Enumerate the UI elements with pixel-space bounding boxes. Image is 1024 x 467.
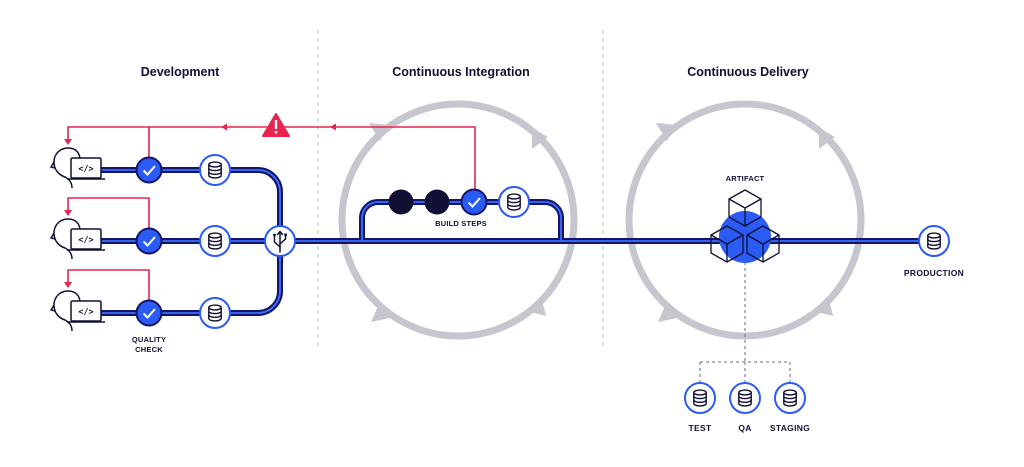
production-label: PRODUCTION (904, 268, 964, 278)
database-icon (199, 297, 231, 329)
check-icon (135, 299, 163, 327)
build-step-dot (388, 189, 414, 215)
developer-laptop-icon (50, 147, 106, 189)
artifact-label: ARTIFACT (726, 174, 765, 183)
environment-label-test: TEST (689, 423, 712, 433)
warning-icon (262, 113, 290, 137)
environment-label-qa: QA (738, 423, 751, 433)
database-icon (729, 382, 761, 414)
database-icon (199, 225, 231, 257)
feedback-lines (67, 126, 476, 300)
section-title-continuous-delivery: Continuous Delivery (687, 65, 809, 79)
developer-laptop-icon (50, 290, 106, 332)
check-icon (460, 188, 488, 216)
production-database-icon (918, 225, 950, 257)
build-step-dot (424, 189, 450, 215)
database-icon (199, 154, 231, 186)
check-icon (135, 227, 163, 255)
developer-laptop-icon (50, 218, 106, 260)
feedback-arrowheads (64, 123, 336, 288)
database-icon (498, 186, 530, 218)
quality-check-label-line2: CHECK (135, 345, 163, 354)
section-title-continuous-integration: Continuous Integration (392, 65, 529, 79)
environment-branch-lines (699, 262, 791, 382)
database-icon (774, 382, 806, 414)
merge-icon (264, 225, 296, 257)
database-icon (684, 382, 716, 414)
build-steps-label: BUILD STEPS (435, 219, 487, 228)
quality-check-label-line1: QUALITY (132, 335, 166, 344)
check-icon (135, 156, 163, 184)
artifact-cubes-icon (710, 189, 780, 263)
section-title-development: Development (141, 65, 220, 79)
environment-label-staging: STAGING (770, 423, 810, 433)
